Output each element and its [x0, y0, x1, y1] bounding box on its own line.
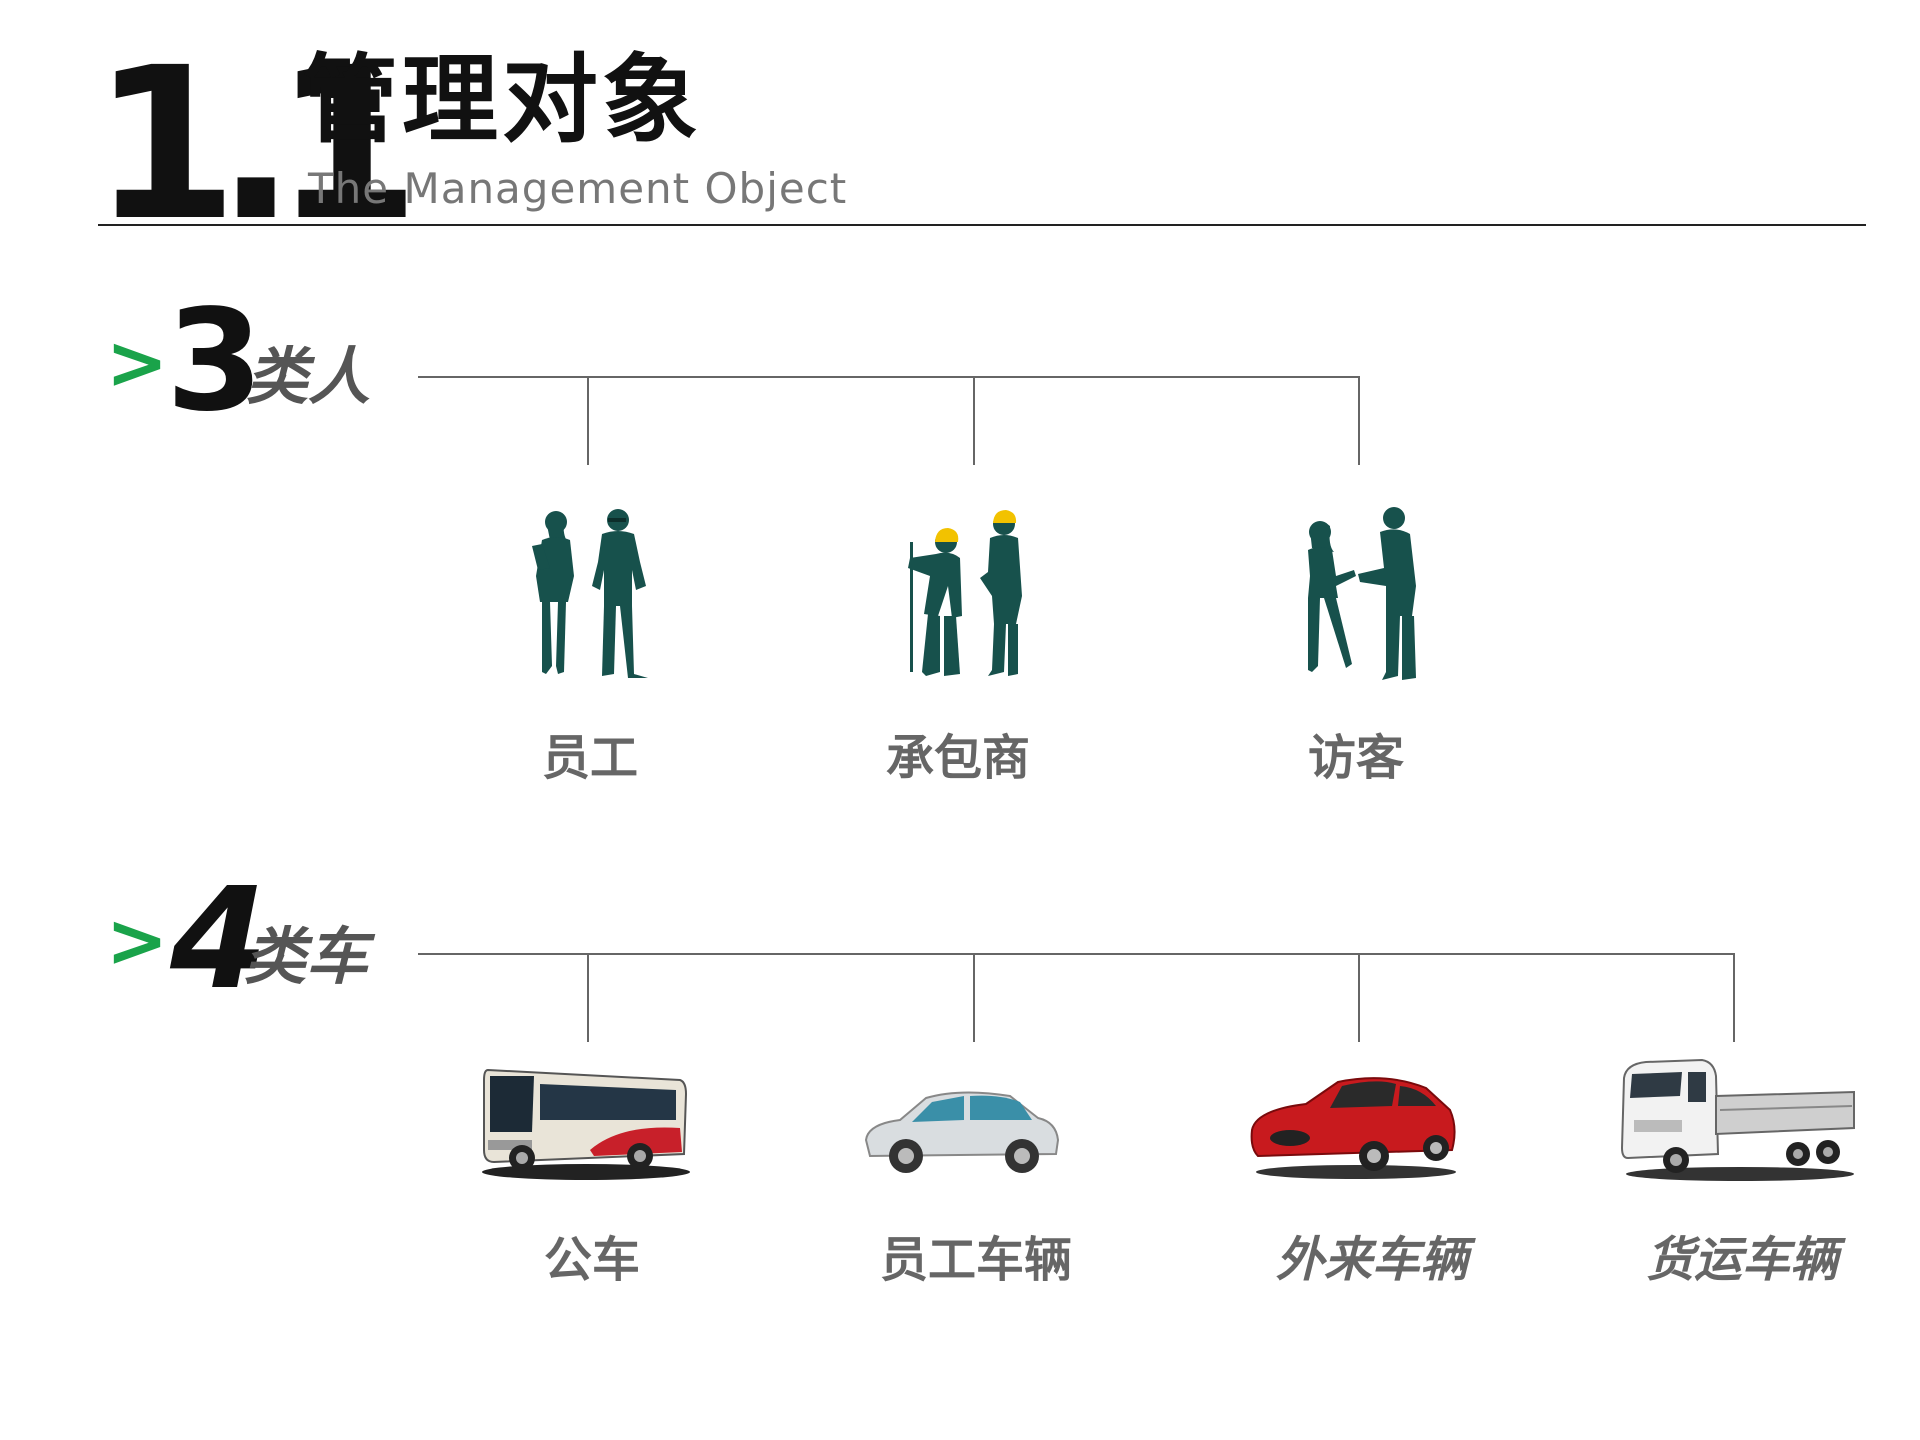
red-sports-car-icon [1250, 1077, 1456, 1179]
vehicle-section-arrow-icon: > [106, 898, 169, 984]
contractors-silhouette-icon [908, 510, 1022, 676]
vehicle-item-label-truck: 货运车辆 [1645, 1232, 1839, 1288]
vehicle-count: 4 [170, 858, 268, 1021]
hatchback-car-icon [864, 1091, 1060, 1173]
employees-silhouette-icon [532, 509, 648, 678]
header-divider [98, 224, 1866, 226]
people-section-label: 类人 [246, 340, 371, 413]
visitors-silhouette-icon [1308, 507, 1416, 680]
vehicle-item-label-bus: 公车 [543, 1232, 641, 1288]
page-title: 管理对象 [302, 44, 702, 156]
people-section-arrow-icon: > [106, 320, 169, 406]
people-item-label-visitors: 访客 [1307, 730, 1405, 786]
people-count: 3 [166, 280, 264, 443]
bus-icon [482, 1068, 690, 1180]
cargo-truck-icon [1620, 1058, 1855, 1181]
people-item-label-contractors: 承包商 [885, 730, 1031, 786]
section-number: 1.1 [92, 22, 420, 267]
people-item-label-employees: 员工 [541, 730, 639, 786]
vehicle-item-label-visitor-car: 外来车辆 [1275, 1232, 1469, 1288]
page-subtitle: The Management Object [308, 164, 848, 213]
vehicle-section-label: 类车 [244, 920, 369, 993]
vehicle-item-label-staff-car: 员工车辆 [879, 1232, 1073, 1288]
